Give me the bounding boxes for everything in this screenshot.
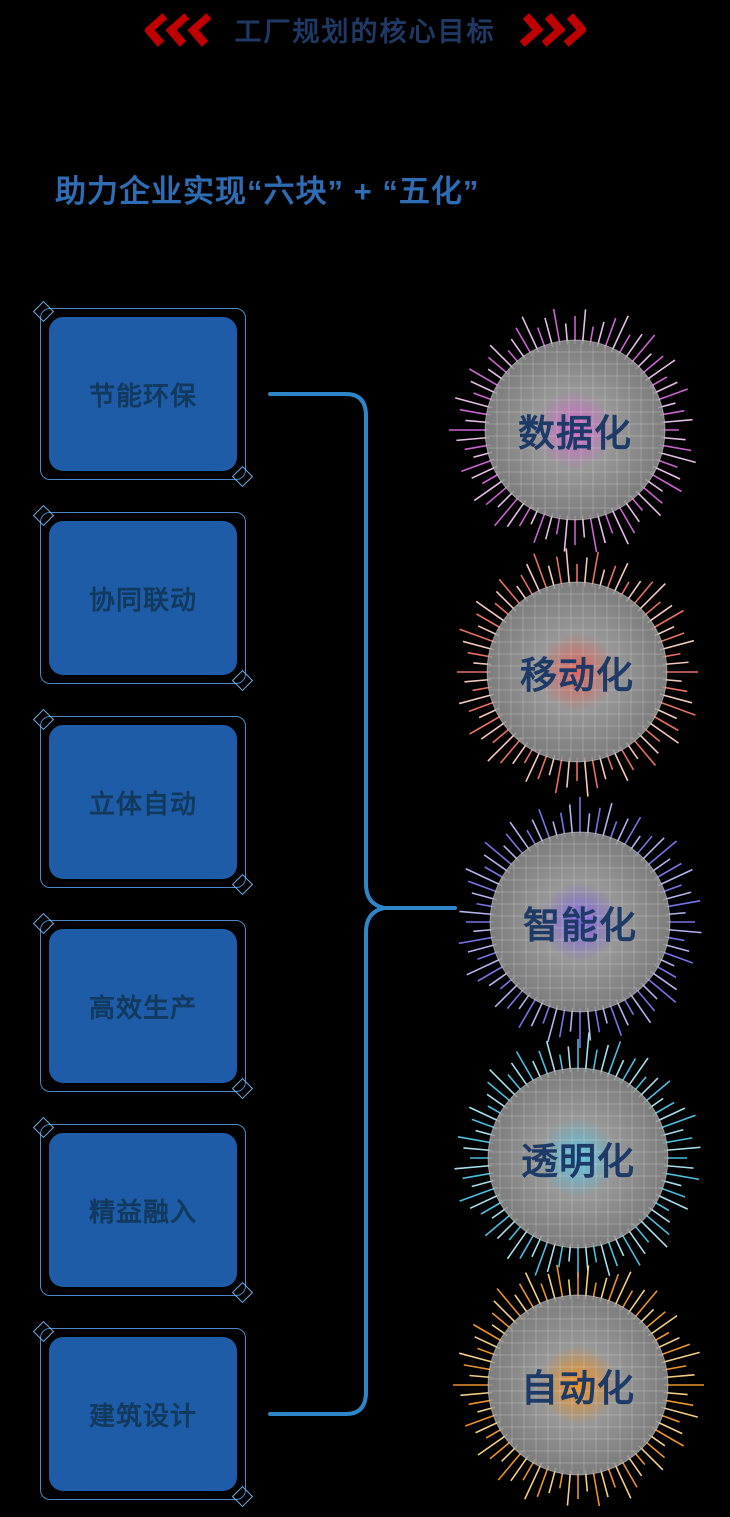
goal-circle: 自动化 xyxy=(443,1250,713,1517)
goal-block: 协同联动 xyxy=(40,512,246,684)
block-fill: 立体自动 xyxy=(49,725,237,879)
starburst-ball xyxy=(443,1250,713,1517)
title-bar: 工厂规划的核心目标 xyxy=(0,10,730,49)
goal-block: 节能环保 xyxy=(40,308,246,480)
block-fill: 节能环保 xyxy=(49,317,237,471)
starburst-ball xyxy=(443,1023,713,1293)
block-frame xyxy=(40,716,246,888)
goal-block-label: 高效生产 xyxy=(88,992,197,1023)
goal-circle-label: 自动化 xyxy=(521,1368,635,1409)
goal-block: 高效生产 xyxy=(40,920,246,1092)
block-frame xyxy=(40,1124,246,1296)
block-fill: 高效生产 xyxy=(49,929,237,1083)
goal-block-label: 精益融入 xyxy=(88,1196,197,1227)
goal-block: 建筑设计 xyxy=(40,1328,246,1500)
block-frame xyxy=(40,920,246,1092)
goal-block-label: 节能环保 xyxy=(88,380,197,411)
subtitle: 助力企业实现“六块” + “五化” xyxy=(55,174,480,209)
block-fill: 建筑设计 xyxy=(49,1337,237,1491)
goal-block-label: 建筑设计 xyxy=(88,1400,197,1431)
goal-circle-label: 移动化 xyxy=(520,655,634,696)
goal-circle: 智能化 xyxy=(445,787,715,1057)
block-frame xyxy=(40,1328,246,1500)
goal-circle: 数据化 xyxy=(440,295,710,565)
block-frame xyxy=(40,308,246,480)
page-title: 工厂规划的核心目标 xyxy=(234,17,496,47)
chevrons-right-icon xyxy=(519,12,588,47)
block-fill: 协同联动 xyxy=(49,521,237,675)
block-frame xyxy=(40,512,246,684)
goal-circle-label: 透明化 xyxy=(521,1141,635,1182)
block-fill: 精益融入 xyxy=(49,1133,237,1287)
goal-circle-label: 智能化 xyxy=(523,905,637,946)
starburst-ball xyxy=(442,537,712,807)
goal-circle: 移动化 xyxy=(442,537,712,807)
chevrons-left-icon xyxy=(142,12,211,47)
starburst-ball xyxy=(445,787,715,1057)
starburst-ball xyxy=(440,295,710,565)
goal-block-label: 协同联动 xyxy=(88,584,197,615)
goal-circle: 透明化 xyxy=(443,1023,713,1293)
goal-block: 精益融入 xyxy=(40,1124,246,1296)
goal-block-label: 立体自动 xyxy=(88,788,197,819)
goal-circle-label: 数据化 xyxy=(518,413,632,454)
goal-block: 立体自动 xyxy=(40,716,246,888)
